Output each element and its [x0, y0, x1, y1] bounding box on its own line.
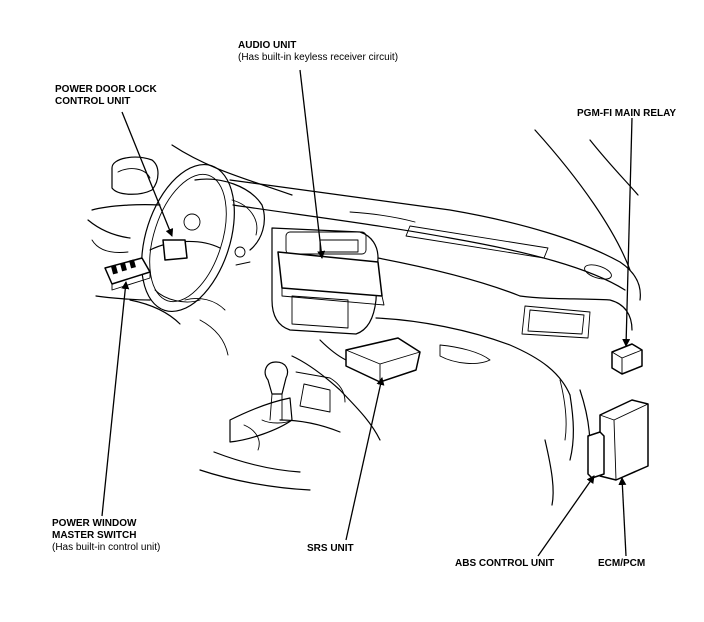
center-bezel [271, 227, 379, 335]
power-window-line2: MASTER SWITCH [52, 530, 137, 541]
abs-control-unit-label: ABS CONTROL UNIT [455, 558, 555, 569]
power-door-lock-label: POWER DOOR LOCK CONTROL UNIT [55, 84, 157, 108]
pgm-fi-relay-box [611, 343, 643, 375]
abs-control-unit-box [587, 431, 605, 479]
power-window-note: (Has built-in control unit) [52, 542, 161, 553]
audio-unit-leader [299, 69, 326, 259]
steering-wheel [141, 163, 235, 313]
power-door-lock-line1: POWER DOOR LOCK [55, 84, 157, 95]
shift-lever [264, 361, 289, 395]
power-window-leader [101, 281, 130, 517]
srs-unit-leader [345, 377, 385, 541]
pgm-fi-main-relay-label: PGM-FI MAIN RELAY [577, 108, 677, 119]
power-door-lock-unit-box [162, 239, 188, 261]
audio-unit-title: AUDIO UNIT [238, 40, 297, 51]
windshield-left [171, 144, 293, 196]
srs-unit-box [345, 337, 421, 383]
door-lock-leader [121, 111, 174, 237]
ecm-pcm-label: ECM/PCM [598, 558, 646, 569]
power-window-line1: POWER WINDOW [52, 518, 137, 529]
dashboard-top [229, 179, 641, 301]
audio-unit-note: (Has built-in keyless receiver circuit) [238, 52, 399, 63]
power-window-label: POWER WINDOW MASTER SWITCH (Has built-in… [52, 518, 160, 554]
power-door-lock-line2: CONTROL UNIT [55, 96, 131, 107]
windshield-edge [534, 129, 631, 271]
abs-unit-leader [537, 475, 595, 557]
pgm-fi-leader [622, 117, 633, 347]
audio-unit-label: AUDIO UNIT (Has built-in keyless receive… [238, 40, 398, 64]
ecm-pcm-box [599, 399, 649, 481]
side-mirror [111, 156, 159, 195]
srs-unit-label: SRS UNIT [307, 543, 354, 554]
audio-unit-box [277, 251, 383, 297]
a-pillar-right [589, 139, 639, 196]
ecm-pcm-leader [618, 477, 627, 557]
